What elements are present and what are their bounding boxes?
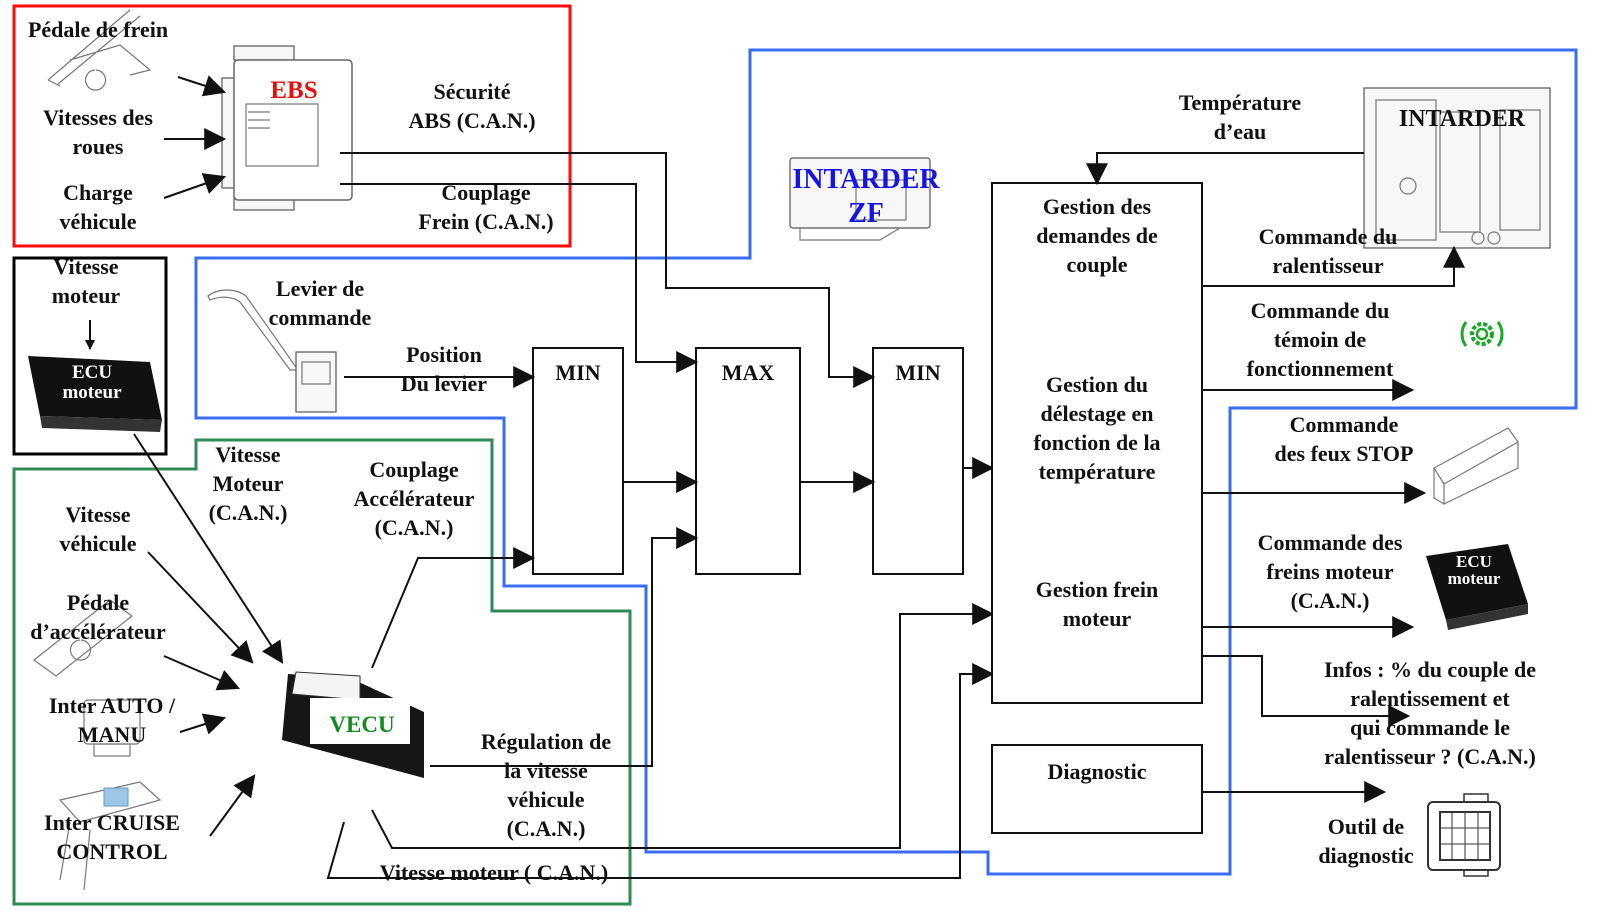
wire-infos-output [1202,655,1411,727]
max-block [695,347,801,575]
intarder-title: INTARDER [1399,106,1526,132]
max-block-label: MAX [722,360,775,385]
arrow-load-to-ebs [163,173,227,199]
arrow-accel-pedal-to-vecu [163,655,241,691]
wire-retarder-command [1202,245,1465,287]
ebs-input-brake-pedal: Pédale de frein [28,17,168,42]
wire-speed-regulation-to-max [430,527,699,767]
vecu-input-auto-manu: Inter AUTO /MANU [49,693,176,747]
min-block-1 [532,347,624,575]
wire-vehicle-speed-to-engine-brake [371,603,995,849]
arrow-auto-manu-to-vecu [179,713,227,735]
accelerator-pedal-sketch [33,599,133,677]
min-block-2 [872,347,964,575]
ebs-title: EBS [270,77,317,104]
arrow-ecu-engine-to-vecu [133,433,284,664]
intarder-zone-border [194,48,1578,876]
management-block [991,182,1203,704]
arrow-vehicle-speed-to-vecu [147,551,254,664]
vecu-device [282,671,424,778]
ecu-engine-device-left [28,356,162,432]
diagnostic-block [991,744,1203,834]
wire-water-temp-to-management [1086,152,1364,186]
vecu-title: VECU [329,712,395,737]
ebs-unit [221,45,353,211]
vecu-zone-border [12,438,632,906]
min-block-2-label: MIN [895,360,940,385]
intarder-unit [1363,87,1551,249]
control-lever-sketch [207,289,337,413]
vecu-engine-speed-bottom-label: Vitesse moteur ( C.A.N.) [380,860,609,885]
arrow-brake-pedal-to-ebs [177,75,227,97]
min-block-1-label: MIN [555,360,600,385]
ecu-engine-device-right [1426,544,1528,630]
brake-pedal-sketch [47,9,152,91]
diagnostic-connector-icon [1427,793,1501,877]
wire-brake-coupling-to-max [340,183,699,373]
diagnostic-block-label: Diagnostic [1048,759,1147,784]
wire-abs-safety-to-min2 [340,152,876,388]
stop-lights-module [1433,427,1519,506]
auto-manu-switch-sketch [83,699,141,757]
wire-engine-speed-to-engine-brake [326,663,995,879]
wire-accel-coupling-to-min1 [371,547,536,669]
retarder-indicator-icon [1460,321,1504,347]
intarder-zf-unit [789,157,931,241]
ecu-engine-zone-border [12,256,168,456]
ebs-zone-border [12,4,572,248]
arrow-cruise-to-vecu [209,774,256,837]
cruise-control-switch-sketch [58,781,162,891]
